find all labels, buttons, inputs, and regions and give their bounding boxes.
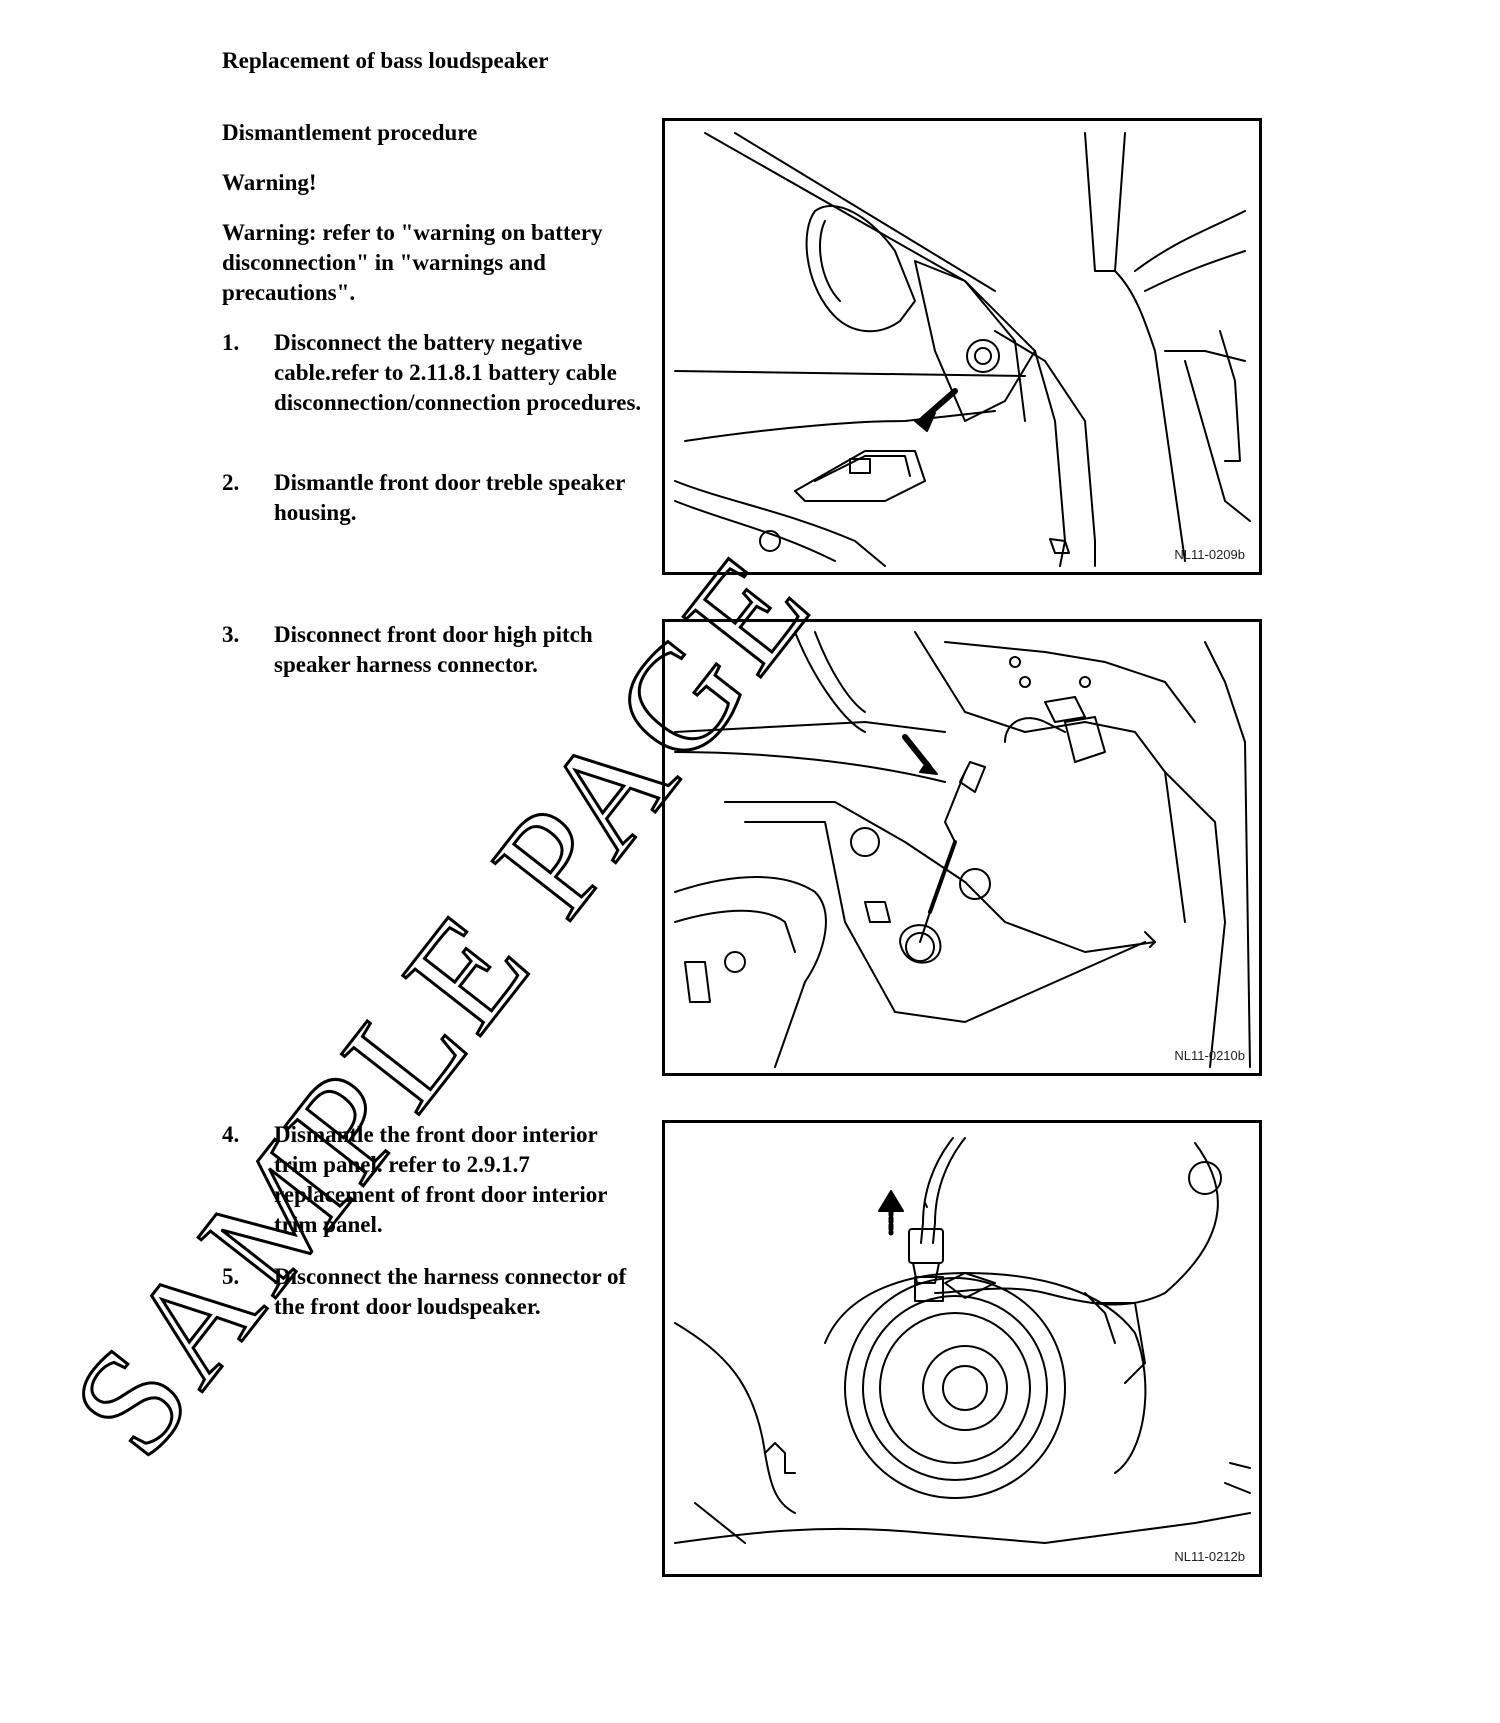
figure-code: NL11-0209b: [1174, 547, 1245, 562]
step-item: 4. Dismantle the front door interior tri…: [222, 1120, 642, 1240]
step-item: 3. Disconnect front door high pitch spea…: [222, 620, 642, 680]
figure-treble-speaker-housing: NL11-0209b: [662, 118, 1262, 575]
step-item: 5. Disconnect the harness connector of t…: [222, 1262, 642, 1322]
step-text: Disconnect the battery negative cable.re…: [274, 330, 642, 415]
step-text: Dismantle front door treble speaker hous…: [274, 470, 625, 525]
step-number: 1.: [222, 330, 240, 355]
warning-text: Warning: refer to "warning on battery di…: [222, 220, 603, 305]
step-number: 3.: [222, 622, 240, 647]
step-text: Disconnect front door high pitch speaker…: [274, 622, 593, 677]
figure-code: NL11-0210b: [1174, 1048, 1245, 1063]
step-text: Dismantle the front door interior trim p…: [274, 1122, 608, 1237]
step-number: 5.: [222, 1264, 240, 1289]
step-number: 4.: [222, 1122, 240, 1147]
figure-loudspeaker-connector: NL11-0212b: [662, 1120, 1262, 1577]
step-item: 1. Disconnect the battery negative cable…: [222, 328, 642, 418]
figure-code: NL11-0212b: [1174, 1549, 1245, 1564]
step-text: Disconnect the harness connector of the …: [274, 1264, 627, 1319]
section-heading: Dismantlement procedure: [222, 120, 478, 145]
door-illustration-2: [674, 631, 1251, 1068]
page-title: Replacement of bass loudspeaker: [222, 48, 549, 73]
step-item: 2. Dismantle front door treble speaker h…: [222, 468, 642, 528]
step-number: 2.: [222, 470, 240, 495]
door-illustration-3: [674, 1137, 1251, 1544]
door-illustration-1: [674, 132, 1251, 567]
warning-heading: Warning!: [222, 170, 317, 195]
figure-high-pitch-connector: NL11-0210b: [662, 619, 1262, 1076]
